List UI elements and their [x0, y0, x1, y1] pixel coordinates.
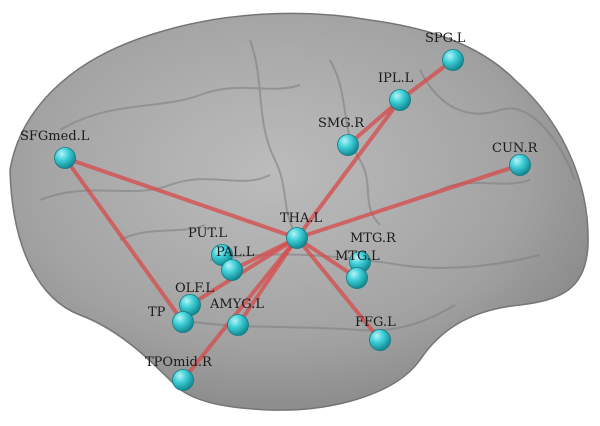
edge-tha-l-to-olf-l: [188, 236, 299, 307]
node-pal-l: [221, 259, 243, 281]
node-ffg-l: [369, 329, 391, 351]
label-tpomid-r: TPOmid.R: [145, 355, 213, 370]
edge-sfgmed-l-to-tp: [63, 156, 185, 324]
label-spg-l: SPG.L: [425, 31, 466, 46]
node-mtg-l: [346, 267, 368, 289]
label-put-l: PUT.L: [188, 226, 227, 241]
node-tpomid-r: [172, 369, 194, 391]
connection-edges: [63, 58, 522, 382]
edge-tha-l-to-mtg-l: [295, 236, 359, 280]
node-sfgmed-l: [54, 147, 76, 169]
edge-tha-l-to-tpomid-r: [181, 236, 299, 382]
label-tp: TP: [148, 305, 166, 320]
node-tp: [172, 311, 194, 333]
edge-tha-l-to-ffg-l: [295, 236, 382, 342]
region-nodes: [54, 49, 531, 391]
label-amyg-l: AMYG.L: [209, 297, 264, 312]
label-cun-r: CUN.R: [492, 141, 539, 156]
label-ffg-l: FFG.L: [355, 315, 396, 330]
edge-spg-l-to-ipl-l: [398, 58, 455, 102]
edge-ipl-l-to-smg-r: [346, 98, 402, 147]
label-tha-l: THA.L: [280, 211, 323, 226]
edge-ipl-l-to-tha-l: [295, 98, 402, 240]
region-labels: SPG.L IPL.L SMG.R CUN.R SFGmed.L THA.L PUT.L PA…: [20, 31, 539, 370]
label-mtg-r: MTG.R: [350, 231, 397, 246]
node-smg-r: [337, 134, 359, 156]
label-pal-l: PAL.L: [216, 245, 255, 260]
label-ipl-l: IPL.L: [378, 71, 414, 86]
edge-cun-r-to-tha-l: [295, 163, 522, 240]
label-sfgmed-l: SFGmed.L: [20, 129, 90, 144]
node-cun-r: [509, 154, 531, 176]
label-mtg-l: MTG.L: [335, 249, 380, 264]
node-ipl-l: [389, 89, 411, 111]
edge-tha-l-to-pal-l: [230, 236, 299, 272]
label-olf-l: OLF.L: [175, 281, 214, 296]
node-tha-l: [286, 227, 308, 249]
edge-sfgmed-l-to-tha-l: [63, 156, 299, 240]
node-amyg-l: [227, 314, 249, 336]
label-smg-r: SMG.R: [318, 116, 365, 131]
node-spg-l: [442, 49, 464, 71]
